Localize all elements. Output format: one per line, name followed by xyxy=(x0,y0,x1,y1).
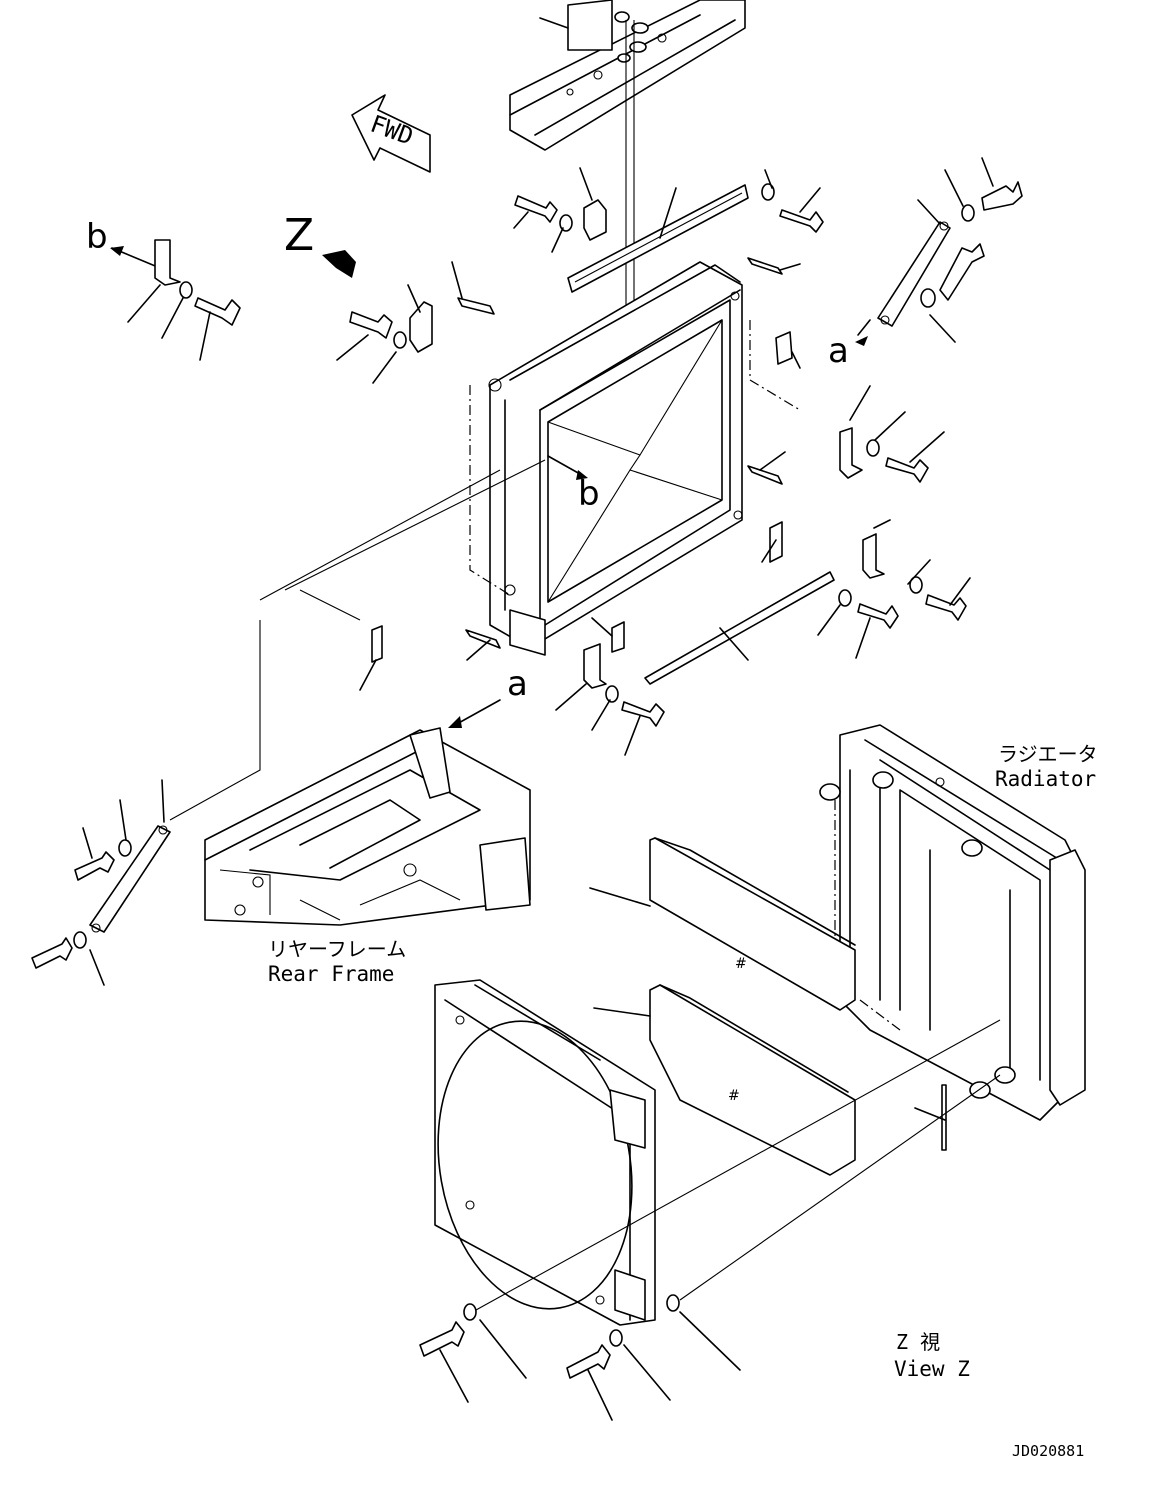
ref-a-mid: a xyxy=(448,664,528,728)
side-plates: # # xyxy=(589,837,856,1176)
ref-a-mid-label: a xyxy=(507,664,528,704)
gasket-strip xyxy=(941,1084,947,1151)
view-z-en-label: View Z xyxy=(894,1357,970,1381)
top-mount-plate xyxy=(539,0,649,320)
left-bolt-group xyxy=(336,284,433,384)
ref-b-left: b xyxy=(86,217,241,361)
rear-frame xyxy=(204,727,531,926)
top-seal-strip xyxy=(567,184,749,293)
top-right-bolts xyxy=(761,157,1023,233)
leader-line-b xyxy=(284,459,546,591)
top-center-bolts xyxy=(513,167,607,253)
view-z-letter: Z xyxy=(284,210,314,261)
drawing-id: JD020881 xyxy=(1012,1442,1084,1460)
gasket-leader xyxy=(914,1107,946,1121)
rear-frame-en-label: Rear Frame xyxy=(268,962,394,986)
right-brackets xyxy=(839,385,971,621)
fwd-arrow-icon: FWD xyxy=(351,94,431,173)
stay-rod-right: a xyxy=(828,199,985,371)
ref-a-top-label: a xyxy=(828,331,849,371)
radiator-jp-label: ラジエータ xyxy=(998,742,1098,766)
top-frame-rail xyxy=(509,0,746,151)
view-z-marker: Z xyxy=(284,210,356,278)
fan-shroud xyxy=(434,979,656,1326)
svg-text:#: # xyxy=(735,956,747,972)
ref-b-center: b xyxy=(547,455,600,514)
radiator-en-label: Radiator xyxy=(995,767,1096,791)
ref-b-center-label: b xyxy=(578,474,600,514)
bottom-center-bolts xyxy=(555,589,899,756)
ref-b-left-label: b xyxy=(86,217,108,257)
rear-frame-jp-label: リヤーフレーム xyxy=(268,937,406,961)
radiator-shroud-frame xyxy=(469,261,801,656)
spacer-blocks xyxy=(359,257,801,691)
bottom-seal-strip xyxy=(644,571,835,685)
radiator xyxy=(819,724,1086,1121)
leader-lines-left xyxy=(169,469,501,821)
view-direction-arrow-icon xyxy=(322,250,356,278)
svg-text:#: # xyxy=(728,1088,740,1104)
stay-rod-left xyxy=(31,779,171,986)
bottom-bolts xyxy=(419,1019,1001,1421)
view-z-jp-label: Z 視 xyxy=(896,1330,940,1354)
